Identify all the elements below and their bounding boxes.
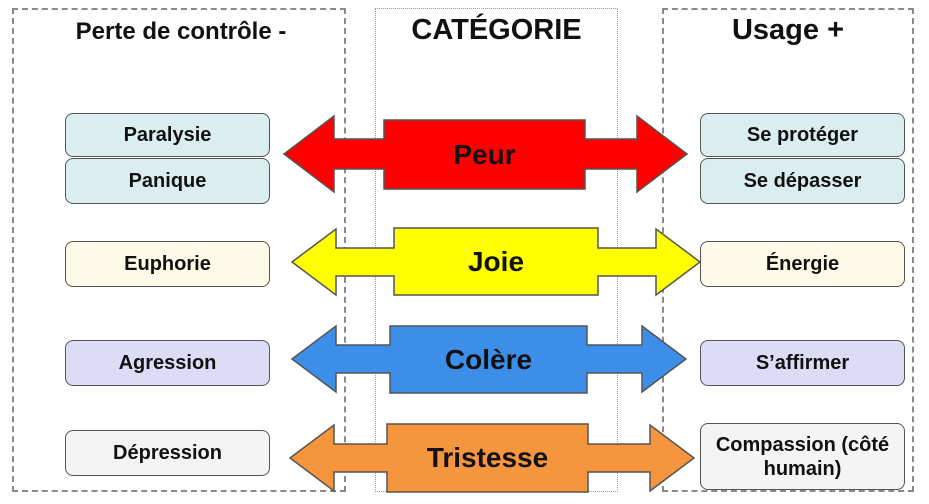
right-item-compassion: Compassion (côté humain) [700,423,905,490]
category-tristesse: Tristesse [426,442,549,473]
right-item-s-affirmer: S’affirmer [700,340,905,386]
right-item-se-depasser: Se dépasser [700,158,905,204]
arrow-tristesse [288,423,696,493]
category-peur: Peur [453,138,516,170]
right-item-se-proteger: Se protéger [700,113,905,157]
heading-usage: Usage + [731,14,845,46]
left-item-euphorie: Euphorie [65,241,270,287]
arrow-colere [290,324,688,394]
arrow-peur [282,114,689,194]
category-colere: Colère [444,343,533,375]
heading-loss-of-control: Perte de contrôle - [75,18,287,45]
left-item-depression: Dépression [65,430,270,476]
left-item-panique: Panique [65,158,270,204]
right-item-energie: Énergie [700,241,905,287]
heading-category: CATÉGORIE [411,14,582,46]
category-joie: Joie [467,245,525,277]
left-item-paralysie: Paralysie [65,113,270,157]
left-item-agression: Agression [65,340,270,386]
